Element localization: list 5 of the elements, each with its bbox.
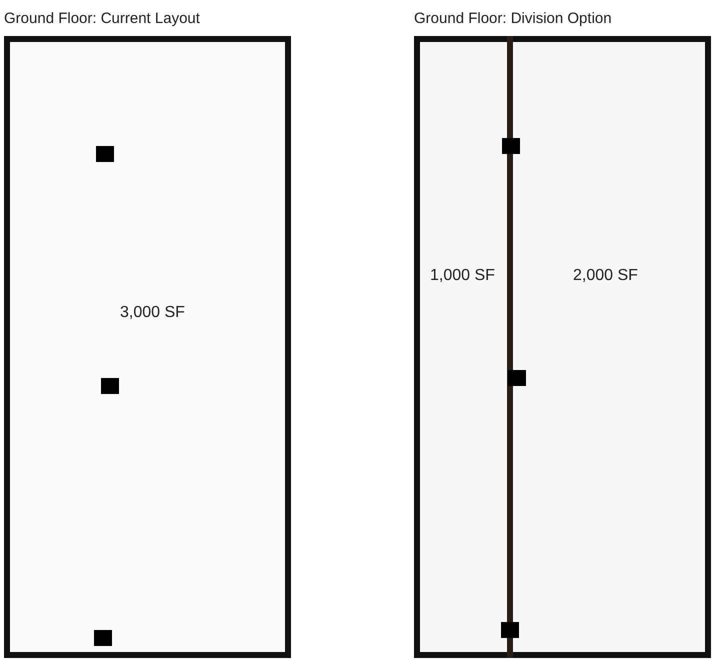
area-label: 3,000 SF <box>120 304 185 322</box>
plan-title: Ground Floor: Current Layout <box>4 10 200 27</box>
area-label: 1,000 SF <box>430 267 495 285</box>
plan-title: Ground Floor: Division Option <box>414 10 612 27</box>
area-label: 2,000 SF <box>573 267 638 285</box>
